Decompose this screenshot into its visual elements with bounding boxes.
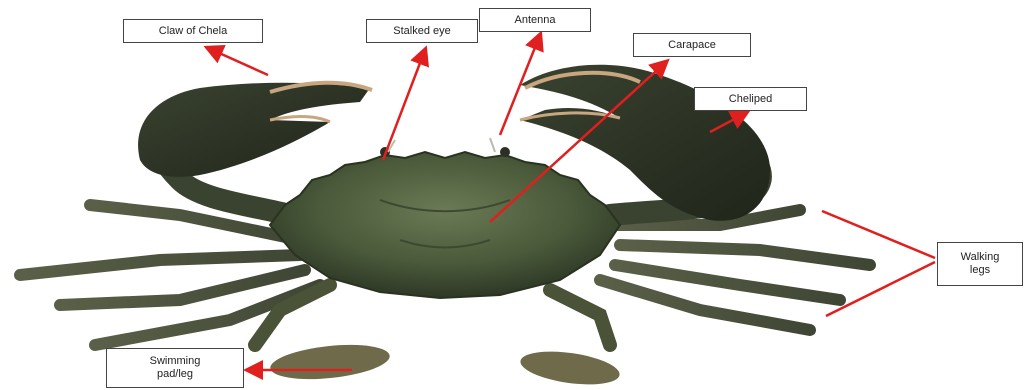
swimming-legs <box>255 285 622 390</box>
arrow-claw-of-chela <box>208 48 268 75</box>
label-claw-of-chela: Claw of Chela <box>123 19 263 43</box>
label-cheliped: Cheliped <box>694 87 807 111</box>
label-stalked-eye: Stalked eye <box>366 19 478 43</box>
label-swimming-pad-leg: Swimming pad/leg <box>106 348 244 388</box>
label-antenna: Antenna <box>479 8 591 32</box>
walking-legs-bracket-bottom <box>826 262 935 316</box>
carapace-shell <box>270 152 620 298</box>
label-swimming-line2: pad/leg <box>157 368 193 381</box>
walking-legs-bracket-top <box>822 211 935 258</box>
label-walking-legs-line2: legs <box>970 264 990 277</box>
walking-legs-right <box>600 210 870 330</box>
label-carapace: Carapace <box>633 33 751 57</box>
arrow-stalked-eye <box>383 50 425 160</box>
eye-stalks <box>380 138 510 157</box>
label-walking-legs: Walking legs <box>937 242 1023 286</box>
label-walking-legs-line1: Walking <box>961 251 1000 264</box>
label-swimming-line1: Swimming <box>150 355 201 368</box>
